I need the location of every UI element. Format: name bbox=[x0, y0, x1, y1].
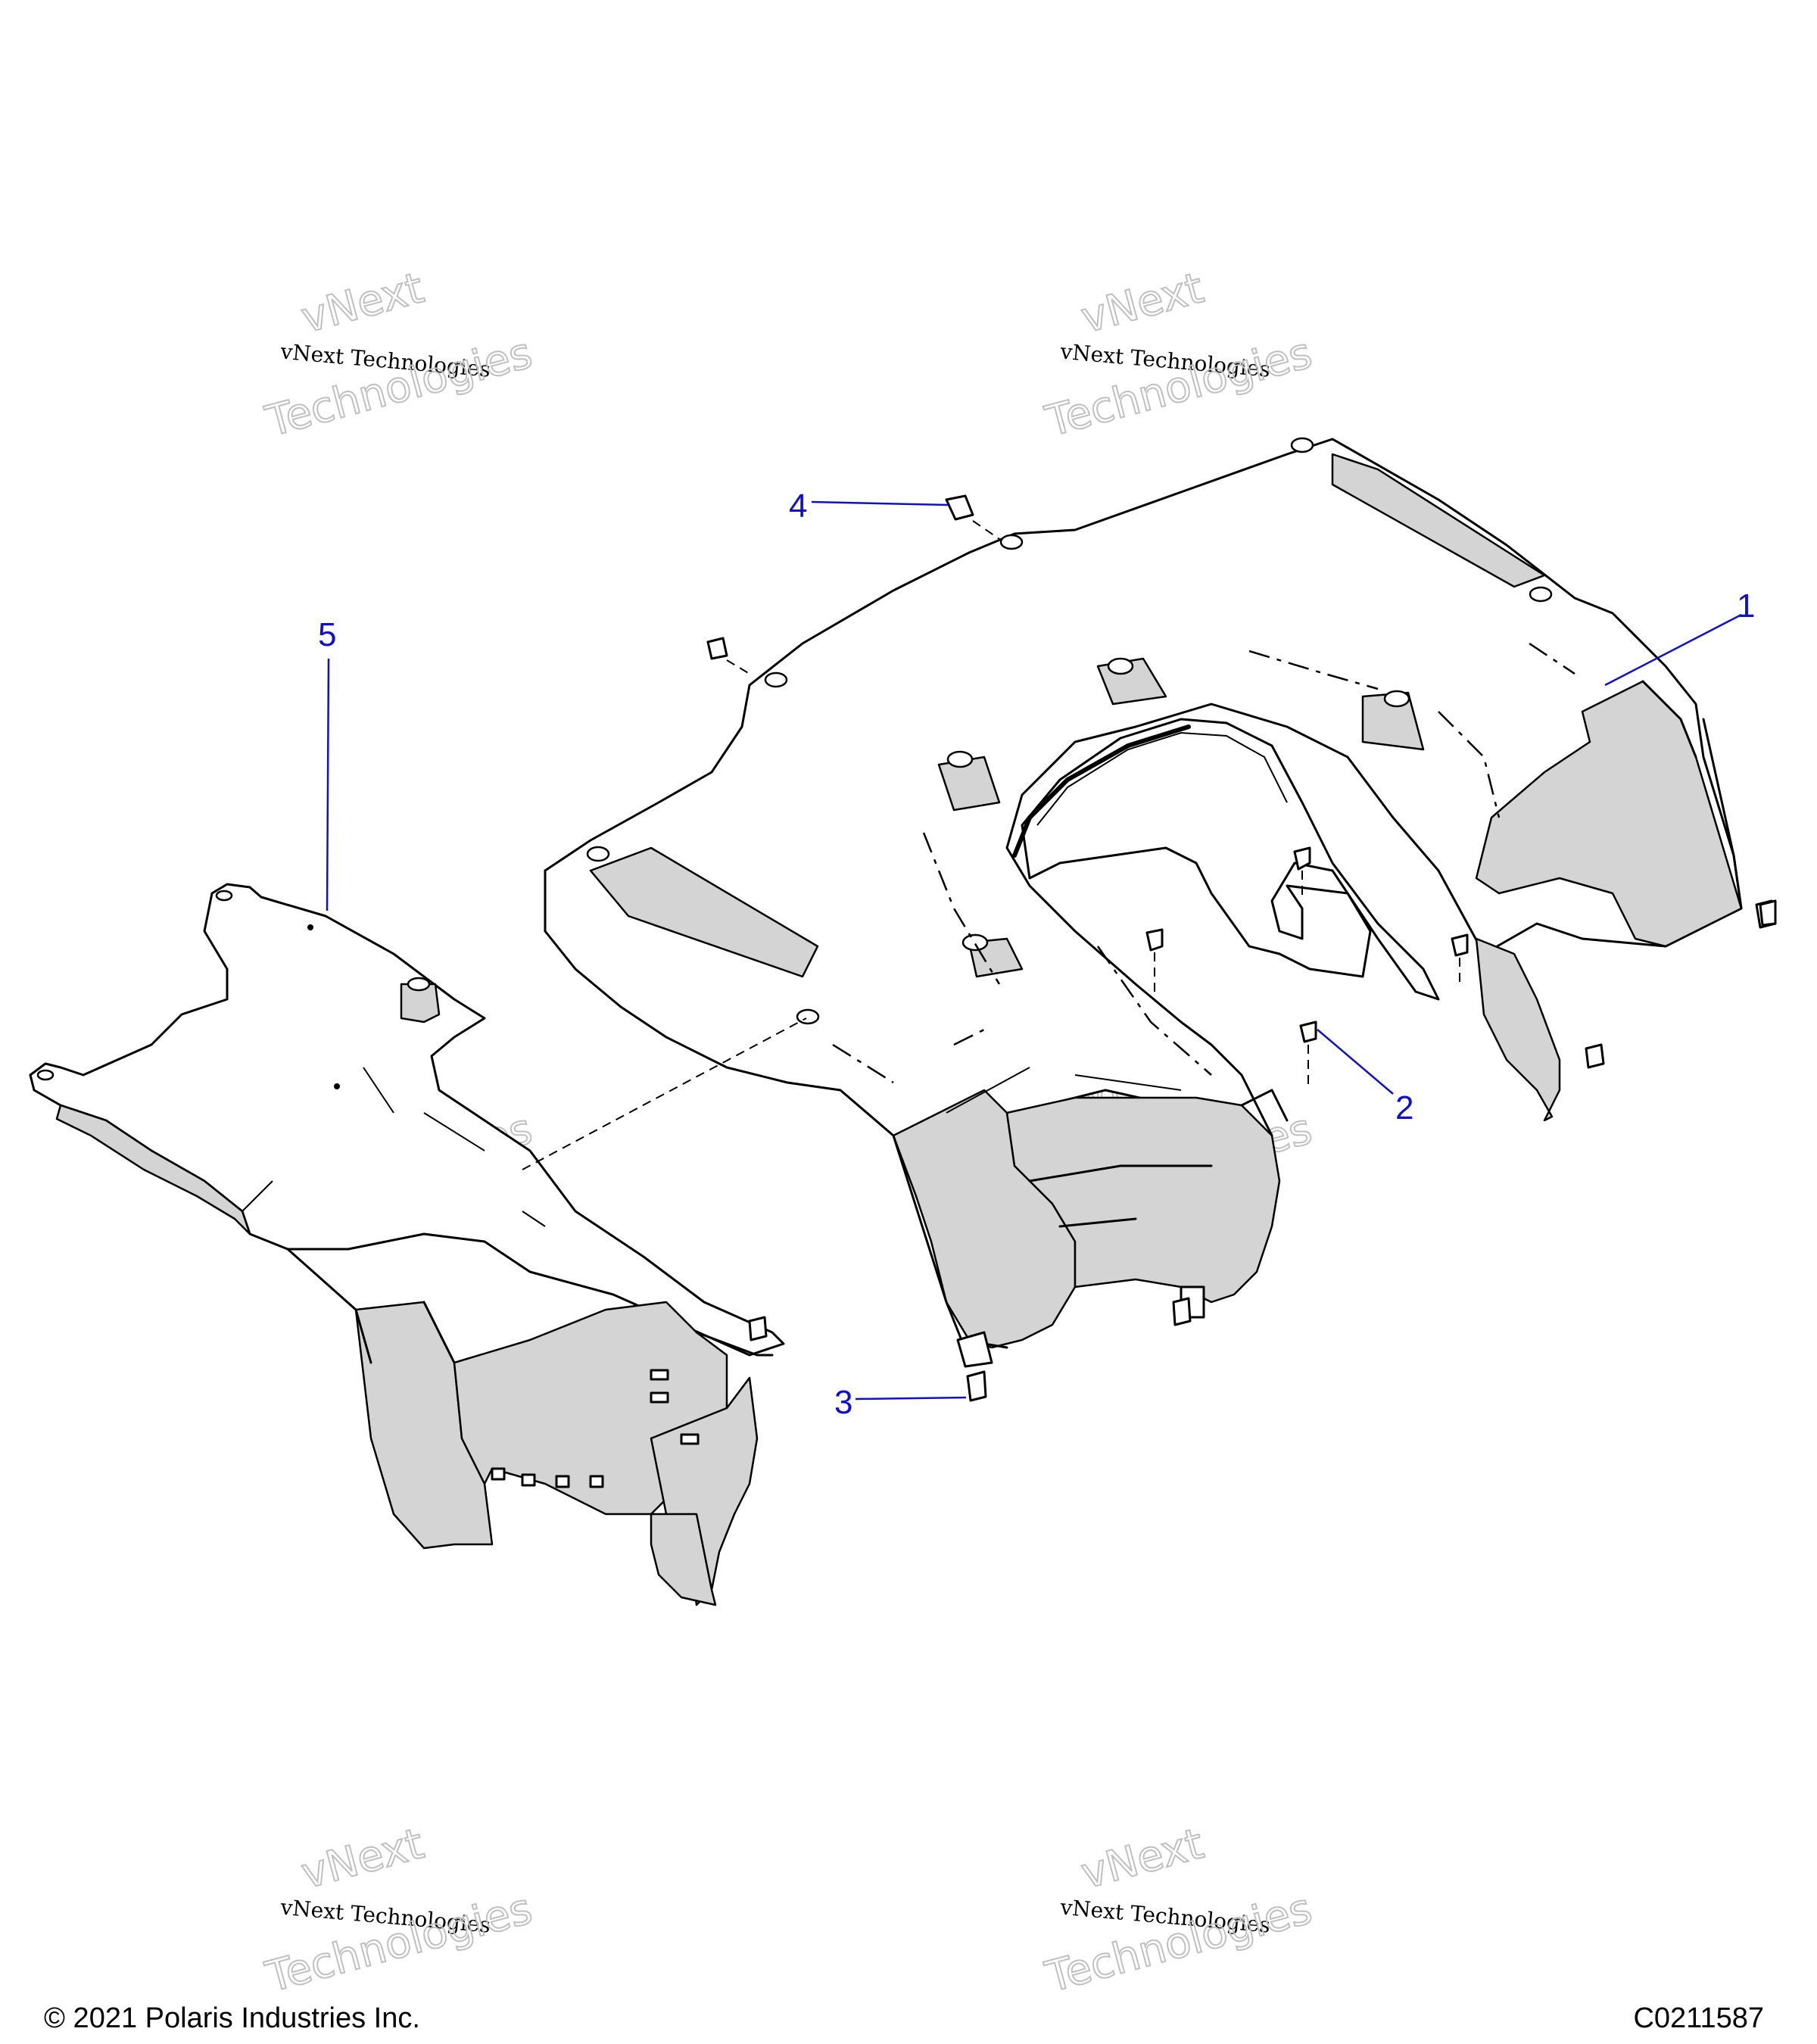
mounting-hole bbox=[946, 750, 974, 768]
mounting-hole bbox=[1107, 657, 1134, 675]
push-rivet bbox=[1145, 928, 1164, 992]
push-rivet bbox=[1293, 846, 1311, 901]
mounting-hole bbox=[1529, 586, 1553, 603]
mounting-hole bbox=[1383, 690, 1410, 708]
part-5-inner-liner bbox=[29, 883, 785, 1606]
copyright-text: © 2021 Polaris Industries Inc. bbox=[44, 2002, 420, 2034]
callout-number: 3 bbox=[834, 1384, 852, 1421]
callout-3: 3 bbox=[834, 1384, 967, 1421]
watermark-bottom-right: vNext vNext Technologies Technologies bbox=[1039, 1818, 1317, 2003]
callout-4: 4 bbox=[789, 488, 949, 525]
callout-number: 4 bbox=[789, 488, 807, 525]
callout-1: 1 bbox=[1604, 587, 1755, 687]
drawing-number: C0211587 bbox=[1633, 2002, 1764, 2034]
extra-clip-nut bbox=[748, 1316, 768, 1341]
extra-clip-nut bbox=[1759, 899, 1777, 927]
push-rivet bbox=[1451, 933, 1469, 984]
watermark-top-right: vNext vNext Technologies Technologies bbox=[1039, 263, 1317, 447]
mounting-hole bbox=[407, 977, 431, 992]
mounting-hole bbox=[999, 534, 1024, 550]
callout-number: 5 bbox=[318, 616, 336, 653]
assembly-line bbox=[522, 1017, 807, 1170]
watermark-vnext: vNext bbox=[296, 263, 429, 343]
push-rivet bbox=[1299, 1020, 1317, 1090]
watermark-vnext: vNext bbox=[1076, 263, 1208, 343]
callout-2: 2 bbox=[1317, 1029, 1413, 1126]
extra-clip-nut bbox=[1585, 1043, 1605, 1069]
extra-clip-nut bbox=[1172, 1297, 1192, 1326]
mounting-hole bbox=[796, 1008, 820, 1025]
part-3-clip-nut bbox=[966, 1370, 987, 1402]
part-4-clip-nut bbox=[945, 494, 1000, 540]
watermark-vnext: vNext bbox=[296, 1819, 429, 1899]
mounting-hole bbox=[764, 671, 788, 688]
mounting-hole bbox=[586, 846, 610, 862]
mounting-hole bbox=[215, 890, 233, 902]
extra-clip-nut bbox=[706, 637, 750, 675]
callout-5: 5 bbox=[318, 616, 336, 911]
callout-number: 2 bbox=[1395, 1089, 1413, 1126]
mounting-hole bbox=[1290, 437, 1314, 453]
watermark-bottom-left: vNext vNext Technologies Technologies bbox=[260, 1818, 538, 2003]
mounting-hole bbox=[36, 1069, 55, 1081]
mounting-hole bbox=[961, 933, 989, 952]
part-2-push-rivets bbox=[1145, 846, 1469, 1090]
watermark-top-left: vNext vNext Technologies Technologies bbox=[260, 263, 538, 447]
part-1-rear-fender bbox=[544, 437, 1777, 1368]
watermark-vnext: vNext bbox=[1076, 1819, 1208, 1899]
callout-number: 1 bbox=[1737, 587, 1755, 625]
